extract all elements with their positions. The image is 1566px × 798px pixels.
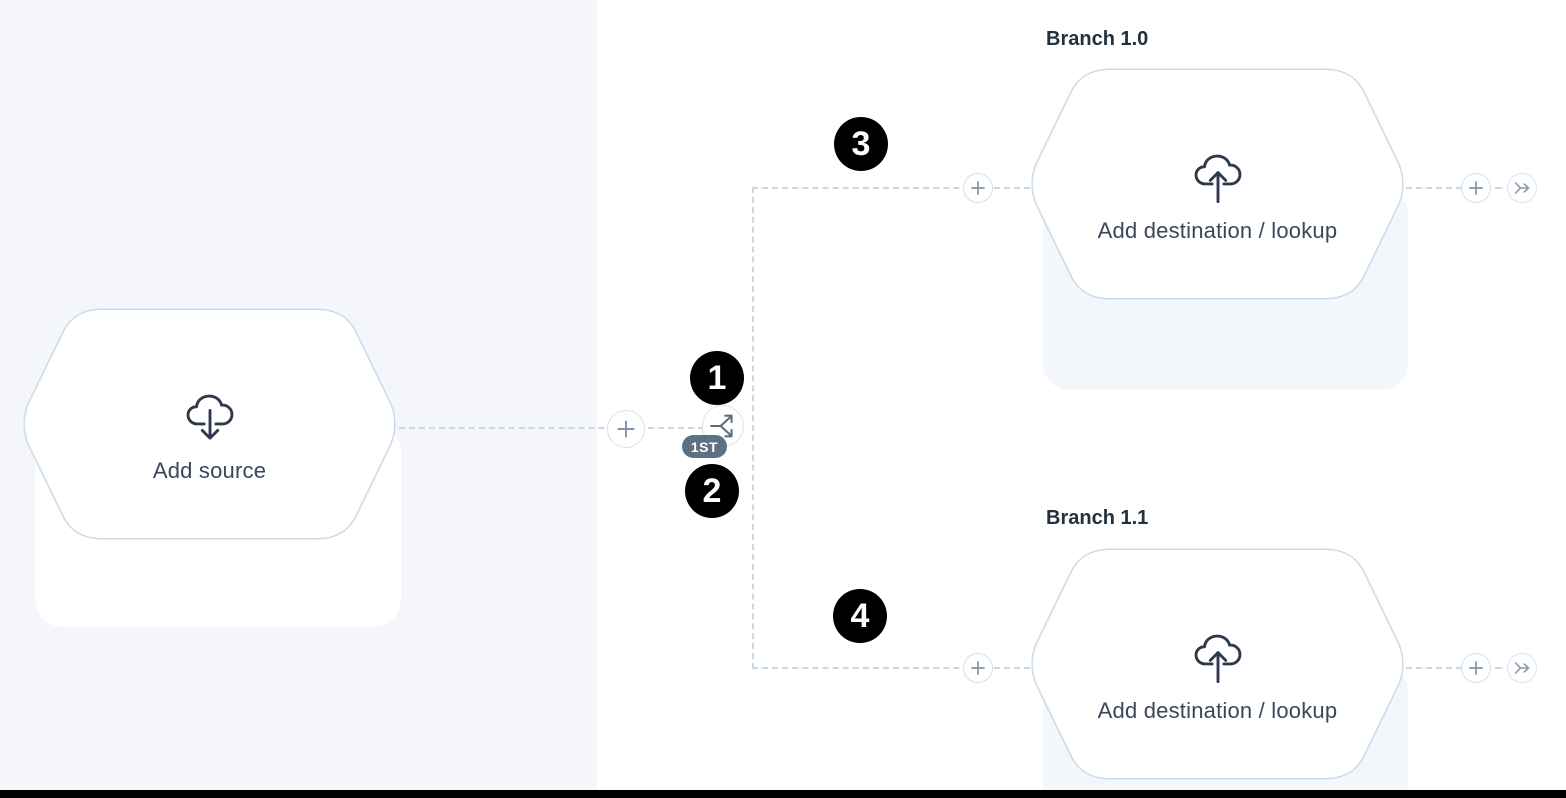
connector-branch-1-0-out xyxy=(1406,187,1462,189)
connector-branch-1-1-end xyxy=(1495,667,1502,669)
first-match-badge: 1ST xyxy=(682,435,727,458)
plus-icon xyxy=(617,420,635,438)
connector-source-to-split xyxy=(399,427,704,429)
add-step-branch-1-0-button[interactable] xyxy=(963,173,993,203)
source-node-shape[interactable] xyxy=(19,308,400,540)
branch-1-1-node-shape[interactable] xyxy=(1027,548,1408,780)
connector-branch-1-1-out xyxy=(1406,667,1462,669)
pipeline-end-icon xyxy=(1514,182,1530,194)
step-badge-4: 4 xyxy=(833,589,887,643)
bottom-bar xyxy=(0,790,1566,798)
connector-branch-1-1 xyxy=(752,667,1030,669)
add-step-source-button[interactable] xyxy=(607,410,645,448)
step-badge-1: 1 xyxy=(690,351,744,405)
pipeline-end-icon xyxy=(1514,662,1530,674)
add-step-branch-1-1-out-button[interactable] xyxy=(1461,653,1491,683)
step-badge-3: 3 xyxy=(834,117,888,171)
connector-branch-1-0 xyxy=(752,187,1030,189)
plus-icon xyxy=(971,181,985,195)
plus-icon xyxy=(1469,181,1483,195)
branch-split-icon xyxy=(710,414,733,438)
branch-1-1-end-terminal[interactable] xyxy=(1507,653,1537,683)
branch-1-0-title: Branch 1.0 xyxy=(1046,28,1149,50)
add-step-branch-1-1-button[interactable] xyxy=(963,653,993,683)
branch-1-1-title: Branch 1.1 xyxy=(1046,507,1149,529)
add-step-branch-1-0-out-button[interactable] xyxy=(1461,173,1491,203)
connector-branch-1-0-end xyxy=(1495,187,1502,189)
plus-icon xyxy=(1469,661,1483,675)
connector-split-vertical xyxy=(752,187,754,669)
plus-icon xyxy=(971,661,985,675)
step-badge-2: 2 xyxy=(685,464,739,518)
branch-1-0-node-shape[interactable] xyxy=(1027,68,1408,300)
branch-1-0-end-terminal[interactable] xyxy=(1507,173,1537,203)
